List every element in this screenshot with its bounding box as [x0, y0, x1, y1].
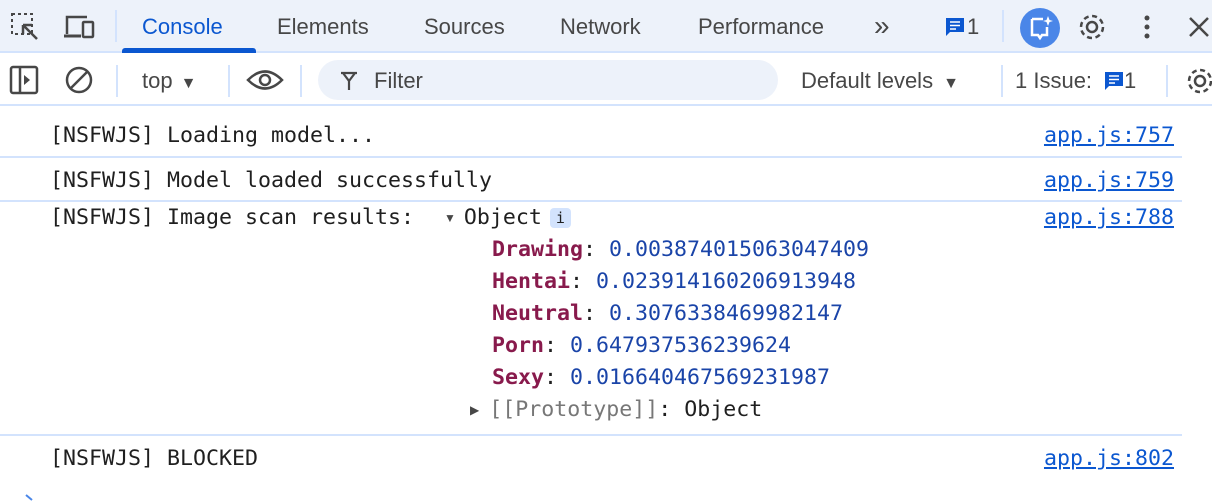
info-badge[interactable]: i: [549, 207, 571, 228]
close-icon[interactable]: [1188, 16, 1210, 38]
object-property: Drawing: 0.003874015063047409: [492, 237, 870, 262]
tab-elements[interactable]: Elements: [277, 14, 369, 39]
issues-message-icon[interactable]: [945, 17, 965, 37]
more-tabs-chevron-icon[interactable]: »: [874, 10, 890, 41]
object-property: Sexy: 0.016640467569231987: [492, 365, 831, 390]
object-property: Porn: 0.647937536239624: [492, 333, 792, 358]
filter-input[interactable]: Filter: [318, 60, 778, 100]
log-levels-dropdown[interactable]: Default levels ▼: [801, 68, 959, 94]
device-toolbar-icon[interactable]: [63, 14, 97, 42]
console-message: [NSFWJS] Image scan results: app.js:788 …: [0, 202, 1182, 436]
prototype-toggle[interactable]: ▶ [[Prototype]]: Object: [470, 397, 763, 422]
console-prompt-chevron-icon[interactable]: [24, 494, 36, 504]
dropdown-arrow-icon: ▼: [180, 75, 197, 92]
console-message: [NSFWJS] Loading model... app.js:757: [0, 113, 1182, 158]
divider: [1001, 65, 1003, 97]
sidebar-toggle-icon[interactable]: [9, 65, 39, 95]
console-settings-gear-icon[interactable]: [1184, 65, 1212, 97]
divider: [115, 10, 117, 42]
devtools-tab-bar: Console Elements Sources Network Perform…: [0, 0, 1212, 53]
object-label: Object: [463, 205, 542, 230]
object-toggle[interactable]: ▼ Object i: [444, 205, 571, 230]
inspect-element-icon[interactable]: [10, 12, 40, 42]
expanded-triangle-icon: ▼: [444, 210, 456, 225]
filter-placeholder: Filter: [374, 68, 423, 93]
issues-message-icon: [1105, 72, 1124, 90]
tab-performance[interactable]: Performance: [698, 14, 824, 39]
tab-sources[interactable]: Sources: [424, 14, 505, 39]
source-link[interactable]: app.js:759: [1043, 168, 1174, 193]
object-property: Hentai: 0.023914160206913948: [492, 269, 857, 294]
divider: [116, 65, 118, 97]
active-tab-indicator: [122, 48, 256, 53]
source-link[interactable]: app.js:802: [1043, 446, 1174, 471]
divider: [1166, 65, 1168, 97]
message-text: [NSFWJS] BLOCKED: [50, 446, 259, 471]
divider: [228, 65, 230, 97]
source-link[interactable]: app.js:788: [1043, 205, 1174, 230]
prototype-key: [[Prototype]]: [489, 397, 659, 422]
more-options-icon[interactable]: [1140, 14, 1154, 42]
collapsed-triangle-icon: ▶: [470, 402, 480, 417]
object-property: Neutral: 0.3076338469982147: [492, 301, 844, 326]
console-message: [NSFWJS] Model loaded successfully app.j…: [0, 158, 1182, 202]
message-text: [NSFWJS] Image scan results:: [50, 205, 428, 230]
dropdown-arrow-icon: ▼: [943, 75, 959, 92]
ai-assistance-icon[interactable]: [1019, 7, 1061, 49]
context-selector[interactable]: top ▼: [142, 68, 196, 94]
context-value: top: [142, 68, 173, 93]
message-text: [NSFWJS] Loading model...: [50, 123, 376, 148]
tab-console[interactable]: Console: [142, 14, 223, 39]
issues-label: 1 Issue:: [1015, 68, 1093, 93]
issues-count[interactable]: 1: [967, 14, 980, 39]
tab-network[interactable]: Network: [560, 14, 641, 39]
console-message: [NSFWJS] BLOCKED app.js:802: [0, 436, 1182, 482]
issues-count: 1: [1124, 68, 1137, 93]
levels-label: Default levels: [801, 68, 934, 93]
prototype-value: Object: [684, 397, 763, 422]
issues-button[interactable]: 1 Issue: 1: [1015, 68, 1136, 94]
source-link[interactable]: app.js:757: [1043, 123, 1174, 148]
settings-gear-icon[interactable]: [1076, 11, 1108, 43]
divider: [1002, 10, 1004, 42]
filter-funnel-icon: [341, 71, 357, 90]
clear-console-icon[interactable]: [64, 65, 94, 95]
live-expression-eye-icon[interactable]: [246, 67, 284, 93]
message-text: [NSFWJS] Model loaded successfully: [50, 168, 493, 193]
divider: [300, 65, 302, 97]
